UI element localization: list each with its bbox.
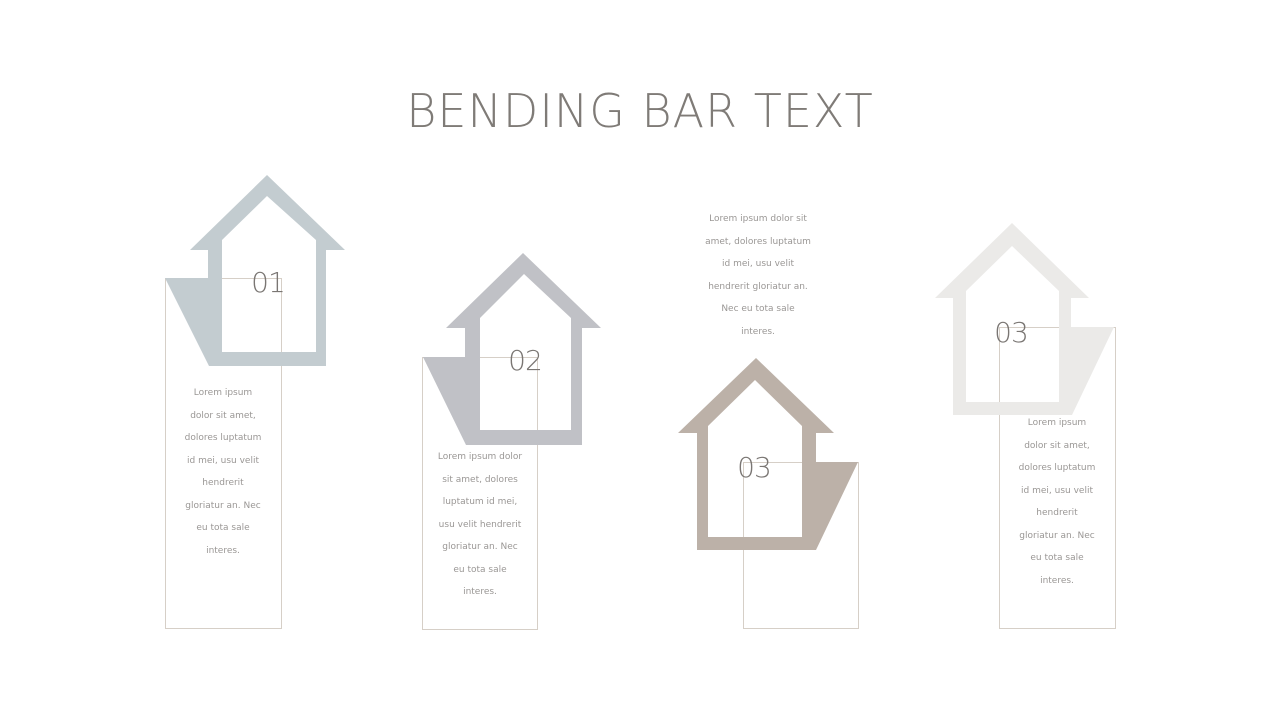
house-arrow-3 — [678, 358, 858, 550]
step-number-1: 01 — [251, 266, 286, 299]
slide-title: BENDING BAR TEXT — [406, 84, 874, 138]
step-description-4: Lorem ipsum dolor sit amet, dolores lupt… — [1018, 418, 1096, 586]
step-number-2: 02 — [508, 344, 543, 377]
step-description-3: Lorem ipsum dolor sit amet, dolores lupt… — [705, 214, 811, 337]
house-arrow-2 — [423, 253, 601, 445]
house-arrow-4 — [935, 223, 1114, 415]
house-arrow-1 — [165, 175, 345, 366]
text-box-1 — [165, 278, 282, 629]
text-box-4 — [999, 327, 1116, 629]
step-number-3: 03 — [737, 451, 772, 484]
step-description-2: Lorem ipsum dolor sit amet, dolores lupt… — [437, 452, 523, 597]
step-description-1: Lorem ipsum dolor sit amet, dolores lupt… — [184, 388, 262, 556]
step-number-4: 03 — [994, 316, 1029, 349]
